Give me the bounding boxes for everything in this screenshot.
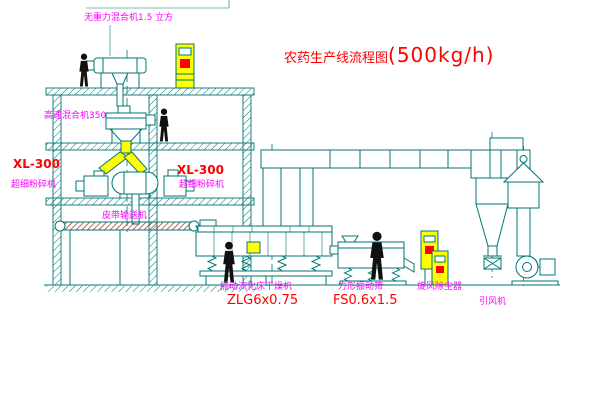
worker-figure-4 (370, 231, 384, 280)
label-dryer-model: ZLG6x0.75 (227, 293, 299, 308)
drawing-border (86, 0, 230, 9)
pulverizer-mid (163, 169, 195, 197)
title-capacity: (500kg/h) (388, 43, 495, 67)
induced-draft-fan (511, 255, 559, 286)
vent-stack (502, 149, 545, 257)
label-mill-left-name: 超细粉碎机 (11, 180, 57, 190)
label-sieve-name: 方形振动筛 (338, 282, 384, 292)
label-belt-conveyor: 皮带输送机 (102, 211, 148, 221)
high-speed-mixer (105, 105, 156, 143)
belt-conveyor (54, 220, 215, 285)
fluid-bed-dryer (195, 219, 333, 285)
label-high-speed-mixer: 高速混合机350 (44, 111, 107, 121)
control-cabinet-2 (431, 250, 449, 286)
label-fan-name: 引风机 (479, 297, 507, 307)
gravity-mixer (85, 25, 147, 107)
label-cyclone-name: 旋风除尘器 (417, 282, 463, 292)
pulverizer-left (75, 170, 109, 197)
label-sieve-model: FS0.6x1.5 (333, 293, 398, 308)
title-text: 农药生产线流程图 (284, 51, 389, 66)
cyclone-separator (475, 137, 524, 270)
drawing-title: 农药生产线流程图(500kg/h) (284, 44, 495, 66)
worker-figure-1 (79, 53, 89, 87)
label-mill-mid-model: XL-300 (177, 163, 224, 177)
control-cabinet-top (175, 43, 195, 89)
ground-line (44, 284, 560, 292)
exhaust-duct (260, 149, 491, 227)
y-splitter-duct (98, 140, 148, 175)
worker-figure-2 (159, 108, 169, 142)
label-dryer-name: 振动流化床干燥机 (220, 282, 293, 292)
label-mill-mid-name: 超细粉碎机 (179, 180, 225, 190)
label-top-mixer: 无重力混合机1.5 立方 (84, 13, 174, 23)
label-mill-left-model: XL-300 (13, 157, 60, 171)
